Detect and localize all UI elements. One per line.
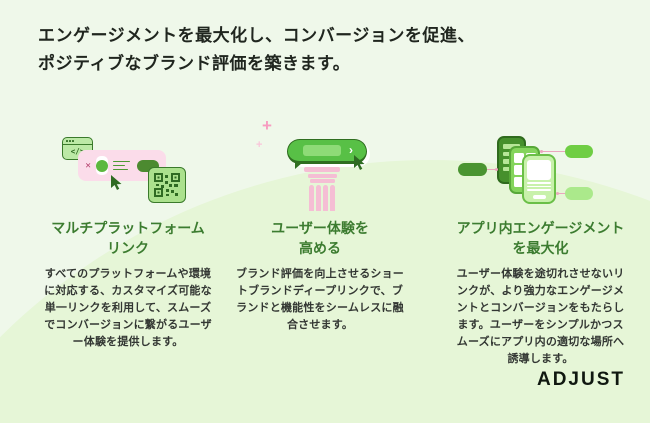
- app-tile-icon: [96, 156, 109, 175]
- pill-medium-green-icon: [565, 145, 593, 158]
- close-x-icon: ✕: [85, 160, 92, 170]
- column-multiplatform-links: マルチプラットフォーム リンク すべてのプラットフォームや環境 に対応する、カス…: [23, 218, 233, 351]
- window-dot-icon: [66, 140, 68, 142]
- column-body: ユーザー体験を途切れさせないリ ンクが、より強力なエンゲージメ ントとコンバージ…: [456, 268, 625, 365]
- adjust-logo: ADJUST: [536, 369, 625, 390]
- link-card-icon: ✕: [78, 150, 166, 181]
- cursor-icon: [111, 175, 122, 190]
- phone-front-icon: [522, 154, 556, 204]
- plus-icon: +: [262, 116, 272, 135]
- qr-code-icon: [148, 167, 186, 203]
- connector-line: [487, 167, 498, 173]
- app-dot-icon: [96, 159, 109, 172]
- connector-line: [540, 149, 565, 155]
- link-field-icon: [303, 145, 341, 156]
- phone-screen: [527, 160, 551, 180]
- connector-line: [556, 191, 565, 197]
- pill-dark-green-icon: [458, 163, 487, 176]
- column-body: すべてのプラットフォームや環境 に対応する、カスタマイズ可能な 単一リンクを利用…: [44, 268, 212, 348]
- column-title: アプリ内エンゲージメント を最大化: [456, 220, 625, 256]
- column-user-experience: ユーザー体験を 高める ブランド評価を向上させるショー トブランドディープリンク…: [225, 218, 415, 334]
- home-bar-icon: [532, 194, 546, 200]
- window-dot-icon: [72, 140, 74, 142]
- code-symbol: </>: [70, 147, 85, 156]
- column-body: ブランド評価を向上させるショー トブランドディープリンクで、ブ ランドと機能性を…: [236, 268, 404, 331]
- column-in-app-engagement: アプリ内エンゲージメント を最大化 ユーザー体験を途切れさせないリ ンクが、より…: [438, 218, 643, 368]
- pill-light-green-icon: [565, 187, 593, 200]
- text-lines-icon: [113, 160, 131, 171]
- link-button-icon: ›: [287, 139, 367, 164]
- chevron-right-icon: ›: [349, 142, 353, 157]
- plus-icon: +: [256, 139, 263, 151]
- window-header: [63, 138, 92, 145]
- window-dot-icon: [69, 140, 71, 142]
- cursor-icon: [354, 155, 365, 170]
- pillar-icon: [304, 167, 340, 211]
- headline: エンゲージメントを最大化し、コンバージョンを促進、 ポジティブなブランド評価を築…: [38, 26, 475, 73]
- column-title: ユーザー体験を 高める: [271, 220, 369, 256]
- bubble-tail-icon: [295, 163, 302, 169]
- column-title: マルチプラットフォーム リンク: [51, 220, 205, 256]
